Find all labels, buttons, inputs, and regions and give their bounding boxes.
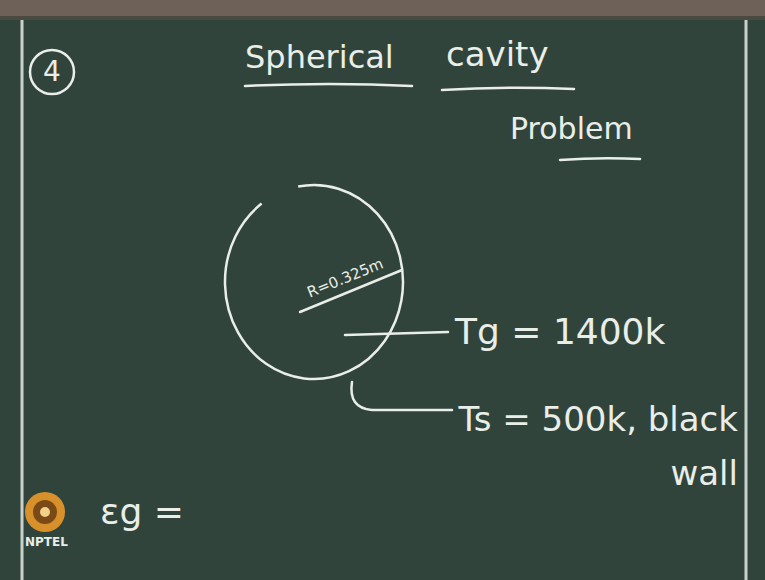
board-edge xyxy=(745,20,748,580)
spherical-cavity: R=0.325m xyxy=(222,182,406,382)
surface-temperature: Ts = 500k, black wall xyxy=(456,392,738,501)
gas-temperature: Tg = 1400k xyxy=(455,312,665,352)
outline-stroke xyxy=(225,185,403,379)
node-text: R=0.325m xyxy=(305,255,386,300)
logo-center xyxy=(40,507,50,517)
leader-line xyxy=(351,382,452,410)
underline xyxy=(442,88,574,90)
logo-text: NPTEL xyxy=(25,536,68,549)
underline xyxy=(560,158,640,160)
nptel-logo xyxy=(25,492,65,532)
title-word: Spherical xyxy=(245,40,394,75)
title-word: Problem xyxy=(510,112,633,145)
underline xyxy=(245,84,412,86)
node-text: 4 xyxy=(43,57,61,88)
logo-disc xyxy=(25,492,65,532)
board-frame-shadow xyxy=(0,16,765,20)
board-edge xyxy=(21,20,24,580)
board-frame xyxy=(0,0,765,16)
outline-stroke xyxy=(30,50,74,94)
step-number-circle: 4 xyxy=(28,48,76,96)
title-word: cavity xyxy=(446,36,549,73)
leader-line xyxy=(345,332,448,335)
logo-core xyxy=(33,500,57,524)
emissivity-label: εg = xyxy=(100,492,184,532)
